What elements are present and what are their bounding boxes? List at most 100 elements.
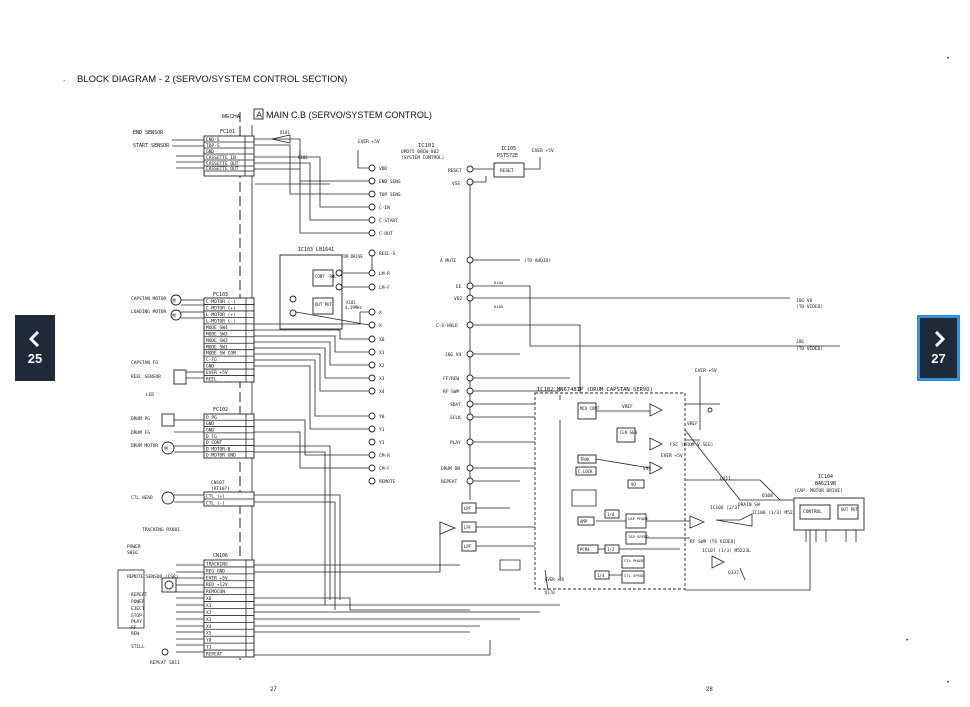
cn106-pin-label: X0: [206, 596, 212, 602]
cn106-pin-label: REPEAT: [206, 651, 223, 657]
svg-text:END-S: END-S: [206, 137, 220, 143]
svg-text:EE: EE: [456, 284, 462, 290]
ic103-name: IC103 LB1641: [298, 247, 334, 253]
svg-text:•: •: [947, 56, 949, 62]
svg-text:CAP PHASE: CAP PHASE: [628, 516, 649, 521]
svg-text:X: X: [379, 310, 382, 316]
svg-text:FC103: FC103: [213, 292, 228, 298]
svg-text:VSS: VSS: [452, 181, 460, 187]
cn106-pin-label: RED +12V: [206, 582, 228, 588]
svg-text:OUT PUT: OUT PUT: [315, 302, 332, 307]
svg-text:POWER: POWER: [127, 544, 141, 550]
fc101-name: FC101: [220, 129, 235, 135]
svg-text:X: X: [379, 323, 382, 329]
svg-text:TRAK: TRAK: [580, 457, 590, 462]
svg-text:REPEAT S811: REPEAT S811: [150, 660, 180, 666]
svg-text:START SENSOR: START SENSOR: [133, 143, 170, 149]
fc103-pin-label: L-MOTOR (+): [206, 312, 236, 318]
svg-text:CTL (+): CTL (+): [206, 494, 225, 500]
ic102-name: IC102 MN6748IP (DRUM CAPSTAN SERVO): [537, 387, 653, 393]
svg-text:CN106: CN106: [213, 553, 228, 559]
page-number-right: 28: [706, 687, 713, 693]
remote-labels: TRACKING RX801 POWER S816 REMOTE SENSOR …: [127, 527, 180, 666]
svg-text:CASSETTE OUT: CASSETTE OUT: [206, 166, 239, 172]
svg-text:VDD: VDD: [379, 166, 387, 172]
fc103-pin-label: MODE SW3: [206, 331, 228, 337]
svg-text:VREF: VREF: [622, 404, 633, 410]
svg-text:C-IN: C-IN: [379, 205, 390, 211]
svg-text:JOG: JOG: [796, 339, 804, 345]
svg-text:LED: LED: [146, 392, 154, 398]
cn106-pin-label: EVER +5V: [206, 575, 228, 581]
svg-text:IC105: IC105: [501, 146, 516, 152]
fc103-pin-label: C-MOTOR (+): [206, 306, 236, 312]
svg-text:DRUM FG: DRUM FG: [131, 430, 150, 436]
svg-text:REPEAT: REPEAT: [441, 479, 458, 485]
ic103-block: [279, 254, 343, 330]
cn106-pin-label: X5: [206, 631, 212, 637]
ic101-top-pins: VDD END SENS TOP SENS C-IN C-START C-OUT…: [368, 164, 401, 257]
svg-text:X1: X1: [379, 350, 385, 356]
page-number-left: 27: [270, 687, 277, 693]
fc102-pin-label: D CONT: [206, 440, 223, 446]
svg-text:LOADING MOTOR: LOADING MOTOR: [131, 309, 167, 315]
svg-text:FSC (FROM V.SEG): FSC (FROM V.SEG): [670, 442, 713, 448]
svg-text:VD2: VD2: [454, 296, 462, 302]
svg-text:CTL (-): CTL (-): [206, 501, 225, 507]
svg-text:1/4: 1/4: [597, 573, 605, 578]
svg-text:LM-F: LM-F: [379, 285, 390, 291]
svg-text:FF/REW: FF/REW: [443, 376, 460, 382]
svg-text:MCU CONT: MCU CONT: [580, 406, 600, 411]
cn106-pin-label: X3: [206, 617, 212, 623]
svg-text:TOP-S: TOP-S: [206, 143, 220, 149]
chevron-right-icon: [934, 330, 945, 347]
svg-text:Q108: Q108: [762, 493, 773, 499]
svg-text:REW: REW: [131, 631, 139, 637]
svg-text:AMP: AMP: [580, 519, 588, 524]
fc102-pin-label: GND: [206, 421, 214, 427]
svg-text:CM-R: CM-R: [379, 453, 390, 459]
svg-text:DRAIN SW: DRAIN SW: [738, 502, 760, 508]
svg-text:A MUTE: A MUTE: [440, 258, 457, 264]
svg-text:4.19MHz: 4.19MHz: [345, 305, 362, 310]
cn106-pin-label: REMOCON: [206, 589, 225, 595]
svg-text:Y0: Y0: [379, 414, 385, 420]
svg-text:EVER +5V: EVER +5V: [661, 453, 683, 459]
svg-text:CAPSTAN FG: CAPSTAN FG: [131, 360, 158, 366]
svg-text:REPEAT: REPEAT: [131, 592, 148, 598]
svg-text:RESET: RESET: [448, 168, 462, 174]
svg-text:IC106 (2/3): IC106 (2/3): [710, 505, 740, 511]
svg-text:EVER +5V: EVER +5V: [358, 139, 380, 145]
board-tag: A: [257, 111, 263, 120]
svg-text:DRUM MOTOR: DRUM MOTOR: [131, 443, 158, 449]
svg-text:EJECT: EJECT: [131, 606, 145, 612]
svg-text:REEL-S: REEL-S: [379, 251, 396, 257]
svg-text:Q111: Q111: [720, 476, 731, 482]
svg-text:.: .: [63, 74, 65, 83]
fc102-pin-label: D MOTOR-B: [206, 446, 231, 452]
next-page-button[interactable]: 27: [917, 315, 960, 381]
svg-text:IC106 (1/3) M5223L: IC106 (1/3) M5223L: [752, 510, 801, 516]
fc103-pin-label: C-FG: [206, 357, 217, 363]
svg-text:VREF: VREF: [687, 421, 698, 427]
ic101-right-pins: RESET VSS: [448, 165, 474, 187]
ic101-xy-pins: X X X0 X1 X2 X3 X4 Y0 Y1 Y3 CM-R CM-F RE…: [368, 308, 396, 485]
svg-text:REMOTE: REMOTE: [379, 479, 396, 485]
svg-text:CASSETTE IN: CASSETTE IN: [206, 155, 236, 161]
svg-text:X0: X0: [379, 337, 385, 343]
svg-text:Y1: Y1: [379, 427, 385, 433]
svg-text:JOG V8: JOG V8: [796, 298, 813, 304]
svg-text:CM-F: CM-F: [379, 466, 390, 472]
ic101-right-signals: A MUTE EE VD2 C-S-HOLD JOG V4 FF/REW RF …: [436, 256, 474, 485]
svg-text:C-START: C-START: [379, 218, 398, 224]
fc102-pin-label: D PG: [206, 415, 217, 421]
svg-text:LM-R: LM-R: [379, 271, 390, 277]
prev-page-button[interactable]: 25: [15, 315, 55, 381]
svg-text:CASSETTE OUT: CASSETTE OUT: [206, 161, 239, 167]
svg-text:DRUM ON: DRUM ON: [441, 466, 460, 472]
ic102-internals: MCU CONT VREF CLK GEN TRAK C.LOCK AMP 1/…: [559, 402, 690, 584]
svg-text:•: •: [947, 680, 949, 686]
svg-text:D105: D105: [494, 304, 503, 309]
svg-text:Y3: Y3: [379, 440, 385, 446]
